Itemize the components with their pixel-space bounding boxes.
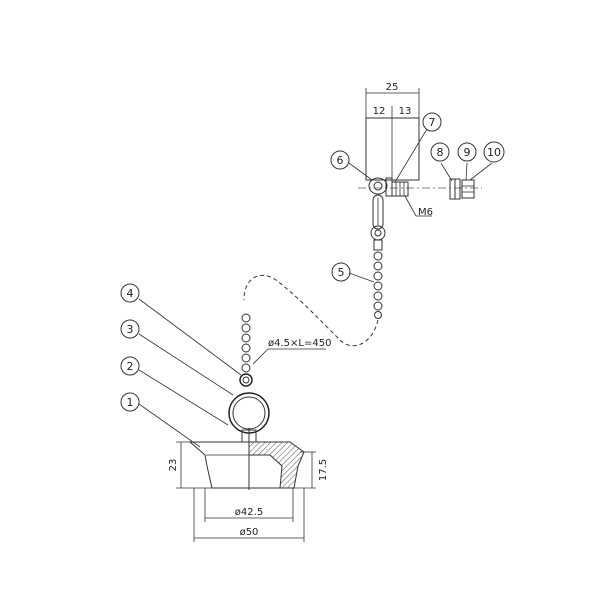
rubber-stopper: [188, 392, 305, 490]
stopper-dimensions: 23 17.5 ø42.5 ø50: [168, 441, 329, 542]
svg-text:5: 5: [338, 266, 345, 279]
dim-top-left: 12: [373, 106, 386, 117]
callout-1: 1: [120, 392, 140, 412]
callout-7: 7: [422, 112, 442, 132]
dim-chain-spec: ø4.5×L=450: [268, 338, 331, 349]
dim-outer-diameter: ø50: [240, 527, 259, 538]
dim-thread: M6: [418, 207, 433, 218]
svg-text:3: 3: [127, 323, 134, 336]
dim-inner-diameter: ø42.5: [235, 507, 263, 518]
svg-text:10: 10: [487, 146, 501, 159]
svg-text:1: 1: [127, 396, 134, 409]
dim-top-width: 25: [386, 82, 399, 93]
svg-text:4: 4: [127, 287, 134, 300]
dim-top-right: 13: [399, 106, 412, 117]
callout-4: 4: [120, 283, 140, 303]
svg-text:6: 6: [337, 154, 344, 167]
callout-5: 5: [331, 262, 351, 282]
callout-3: 3: [120, 319, 140, 339]
svg-text:2: 2: [127, 360, 134, 373]
callout-9: 9: [457, 142, 477, 162]
callout-10: 10: [483, 141, 505, 163]
svg-text:9: 9: [464, 146, 471, 159]
callout-2: 2: [120, 356, 140, 376]
callout-8: 8: [430, 142, 450, 162]
svg-text:8: 8: [437, 146, 444, 159]
svg-text:7: 7: [429, 116, 436, 129]
callout-6: 6: [330, 150, 350, 170]
dim-height-left: 23: [168, 459, 179, 472]
callouts: 1 2 3 4 5 6 7 8: [120, 112, 505, 448]
holder-assembly: 25 12 13 M6: [358, 82, 482, 251]
ball-chain: ø4.5×L=450: [239, 251, 383, 387]
dim-height-right: 17.5: [318, 459, 329, 481]
